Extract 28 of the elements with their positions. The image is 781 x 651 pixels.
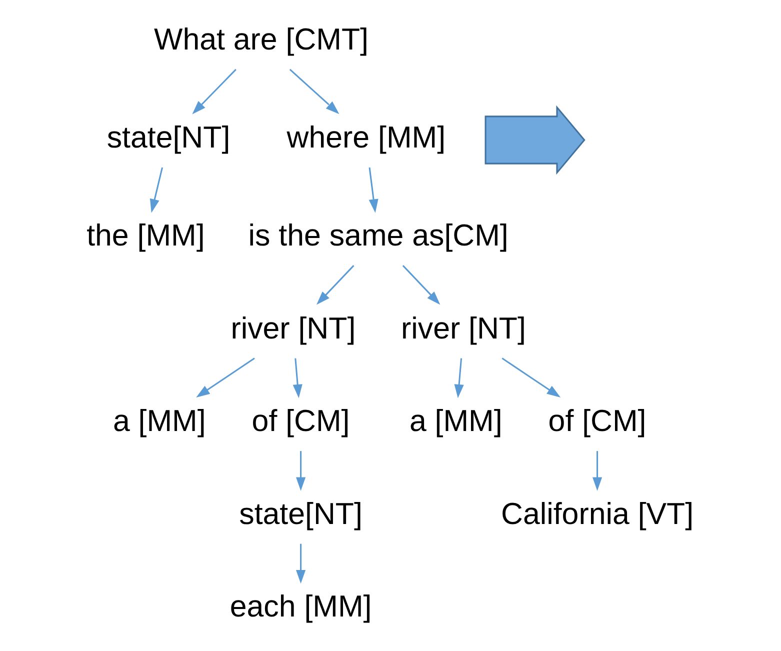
node-text: a [MM] — [112, 404, 206, 438]
arrow — [368, 167, 378, 213]
node-text: state[NT] — [106, 120, 230, 155]
node-text: a [MM] — [409, 404, 502, 438]
node-text: the [MM] — [86, 218, 205, 253]
node-text: What are [CMT] — [154, 22, 368, 57]
node-text: of [CM] — [252, 404, 350, 438]
arrow — [289, 68, 340, 114]
arrow — [592, 451, 602, 491]
arrow — [192, 68, 236, 114]
node-arrow — [484, 105, 586, 175]
arrow — [402, 265, 440, 305]
arrow — [292, 358, 302, 398]
node-text: is the same as[CM] — [248, 218, 508, 253]
arrow — [296, 544, 306, 584]
node-text: California [VT] — [501, 496, 694, 531]
node-text: where [MM] — [286, 120, 446, 155]
arrow — [296, 451, 306, 491]
arrow — [502, 358, 561, 398]
arrow — [454, 358, 464, 398]
node-text: state[NT] — [239, 496, 362, 531]
arrow — [316, 265, 354, 305]
node-text: river [NT] — [401, 311, 526, 346]
node-text: each [MM] — [230, 590, 372, 624]
arrow — [196, 358, 255, 398]
arrow — [150, 167, 164, 213]
node-text: river [NT] — [230, 311, 356, 346]
node-text: of [CM] — [548, 404, 646, 438]
